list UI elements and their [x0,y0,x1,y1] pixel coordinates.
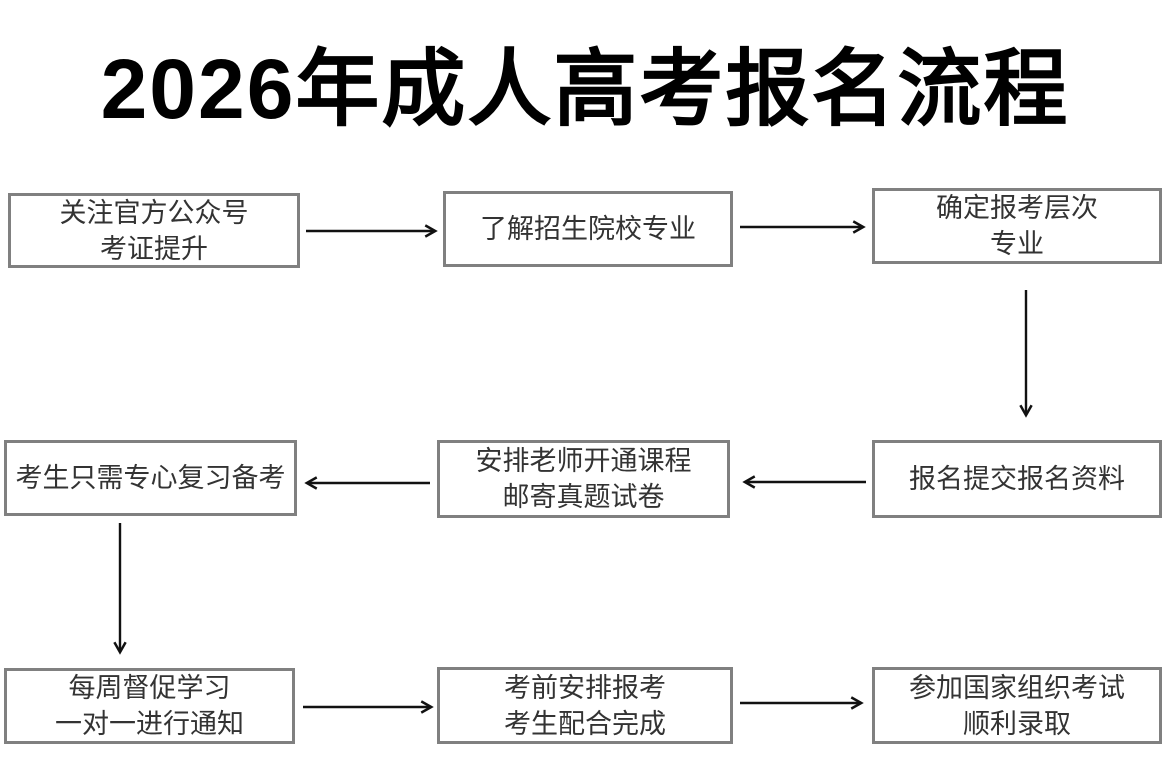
flow-step-text: 考生只需专心复习备考 [15,463,286,493]
flow-step-text: 邮寄真题试卷 [502,482,665,512]
flow-step-submit-registration: 报名提交报名资料 [872,440,1162,518]
flow-step-open-course-mail-papers: 安排老师开通课程 邮寄真题试卷 [437,440,730,518]
flow-step-text: 参加国家组织考试 [909,672,1125,703]
flow-step-choose-level-major: 确定报考层次 专业 [872,188,1162,264]
flow-step-text: 顺利录取 [963,708,1071,739]
flow-step-weekly-supervision: 每周督促学习 一对一进行通知 [4,668,295,744]
flow-step-focus-on-review: 考生只需专心复习备考 [4,440,297,516]
flow-step-text: 确定报考层次 [936,193,1098,223]
flow-step-text: 安排老师开通课程 [475,446,692,476]
flow-step-text: 报名提交报名资料 [909,464,1125,494]
flow-step-text: 专业 [990,229,1044,259]
flow-step-text: 一对一进行通知 [55,709,244,739]
page-title: 2026年成人高考报名流程 [100,42,1070,136]
flow-step-pre-exam-arrangement: 考前安排报考 考生配合完成 [437,667,733,744]
flow-step-follow-official-account: 关注官方公众号 考证提升 [8,193,300,268]
flow-step-text: 了解招生院校专业 [480,214,696,244]
flow-step-learn-programs: 了解招生院校专业 [443,191,733,267]
flow-step-text: 考证提升 [100,233,208,264]
flow-step-text: 关注官方公众号 [59,197,249,228]
flow-step-text: 考生配合完成 [504,708,666,739]
flow-step-text: 考前安排报考 [504,672,666,703]
flow-step-text: 每周督促学习 [68,673,231,703]
flow-step-take-exam-admission: 参加国家组织考试 顺利录取 [872,667,1162,744]
